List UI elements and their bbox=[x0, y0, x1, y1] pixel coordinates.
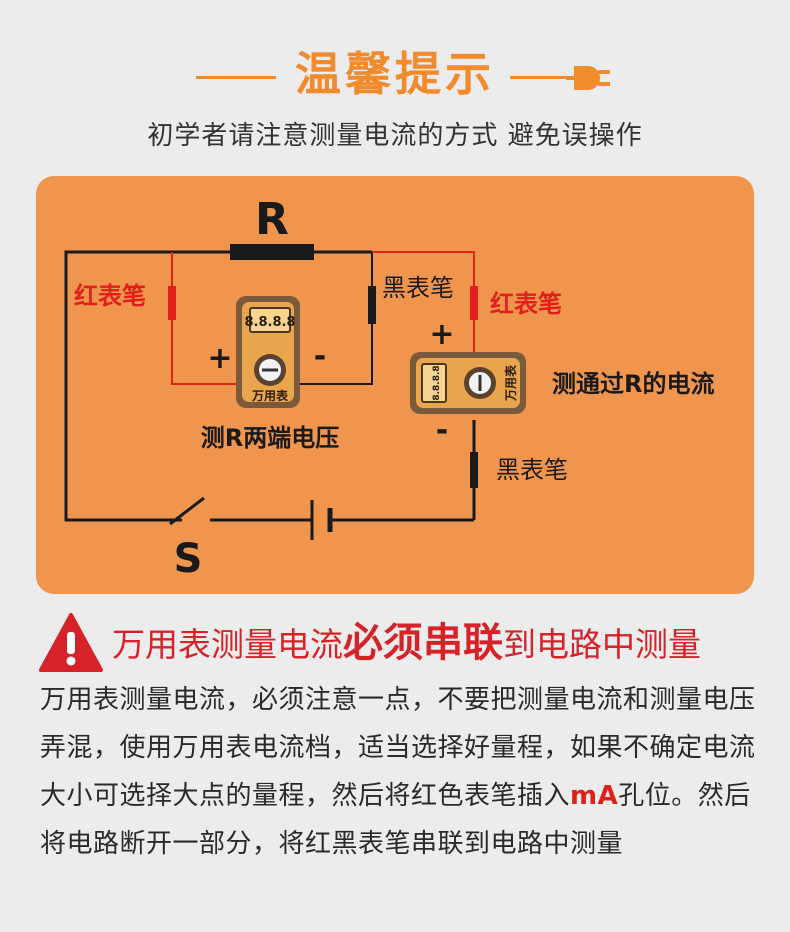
diagram-panel bbox=[36, 176, 754, 594]
switch-lever bbox=[169, 496, 205, 526]
multimeter-icon-horizontal bbox=[410, 352, 526, 414]
voltage-caption: 测R两端电压 bbox=[201, 424, 339, 452]
resistor-label: R bbox=[255, 194, 289, 245]
plug-icon bbox=[566, 66, 610, 90]
warning-text: 万用表测量电流必须串联到电路中测量 bbox=[112, 616, 701, 670]
warning-part1: 万用表测量电流 bbox=[112, 625, 343, 664]
right-red-probe-label: 红表笔 bbox=[490, 290, 562, 318]
bottom-black-probe-label: 黑表笔 bbox=[496, 456, 568, 484]
title-left-line bbox=[196, 76, 276, 79]
meter-label-horizontal: 万用表 bbox=[503, 364, 518, 402]
left-red-probe-marker bbox=[168, 286, 176, 320]
left-red-probe-label: 红表笔 bbox=[74, 282, 146, 310]
current-caption: 测通过R的电流 bbox=[552, 370, 714, 398]
top-black-probe-label: 黑表笔 bbox=[382, 274, 454, 302]
current-plus-sign: + bbox=[429, 317, 454, 352]
warning-triangle-icon bbox=[39, 613, 103, 672]
meter-display-horizontal: 8.8.8.8 bbox=[432, 365, 442, 400]
current-red-wire bbox=[372, 251, 475, 360]
wire-main-loop bbox=[64, 250, 230, 522]
body-paragraph: 万用表测量电流，必须注意一点，不要把测量电流和测量电压弄混，使用万用表电流档，适… bbox=[40, 676, 756, 868]
current-minus-sign: - bbox=[436, 413, 448, 448]
warning-row: 万用表测量电流必须串联到电路中测量 bbox=[0, 606, 790, 678]
body-text-before: 万用表测量电流，必须注意一点，不要把测量电流和测量电压弄混，使用万用表电流档，适… bbox=[40, 685, 756, 811]
meter-label-vertical: 万用表 bbox=[251, 388, 289, 403]
voltage-plus-sign: + bbox=[207, 341, 232, 376]
multimeter-icon-vertical bbox=[236, 296, 300, 408]
circuit-diagram: R S 红表笔 黑表笔 红表笔 黑表笔 + - + - 8.8.8.8 万用表 … bbox=[64, 194, 714, 582]
right-red-probe-marker bbox=[470, 286, 478, 320]
body-text-after: 孔位。然后将电路断开一部分，将红黑表笔串联到电路中测量 bbox=[40, 781, 751, 859]
voltage-minus-sign: - bbox=[314, 339, 326, 374]
title-right-line bbox=[510, 76, 570, 79]
top-black-probe-marker bbox=[368, 286, 376, 324]
page-subtitle: 初学者请注意测量电流的方式 避免误操作 bbox=[147, 121, 643, 151]
resistor-body bbox=[230, 244, 314, 260]
bottom-black-probe-marker bbox=[470, 452, 478, 488]
header: 温馨提示 初学者请注意测量电流的方式 避免误操作 bbox=[0, 0, 790, 170]
switch-label: S bbox=[174, 536, 203, 582]
warning-emphasis: 必须串联 bbox=[343, 620, 503, 666]
meter-display-vertical: 8.8.8.8 bbox=[245, 315, 296, 330]
warning-part2: 到电路中测量 bbox=[503, 625, 701, 664]
page-title: 温馨提示 bbox=[295, 47, 495, 101]
body-highlight-ma: mA bbox=[570, 781, 619, 811]
voltage-black-wire bbox=[298, 252, 373, 385]
